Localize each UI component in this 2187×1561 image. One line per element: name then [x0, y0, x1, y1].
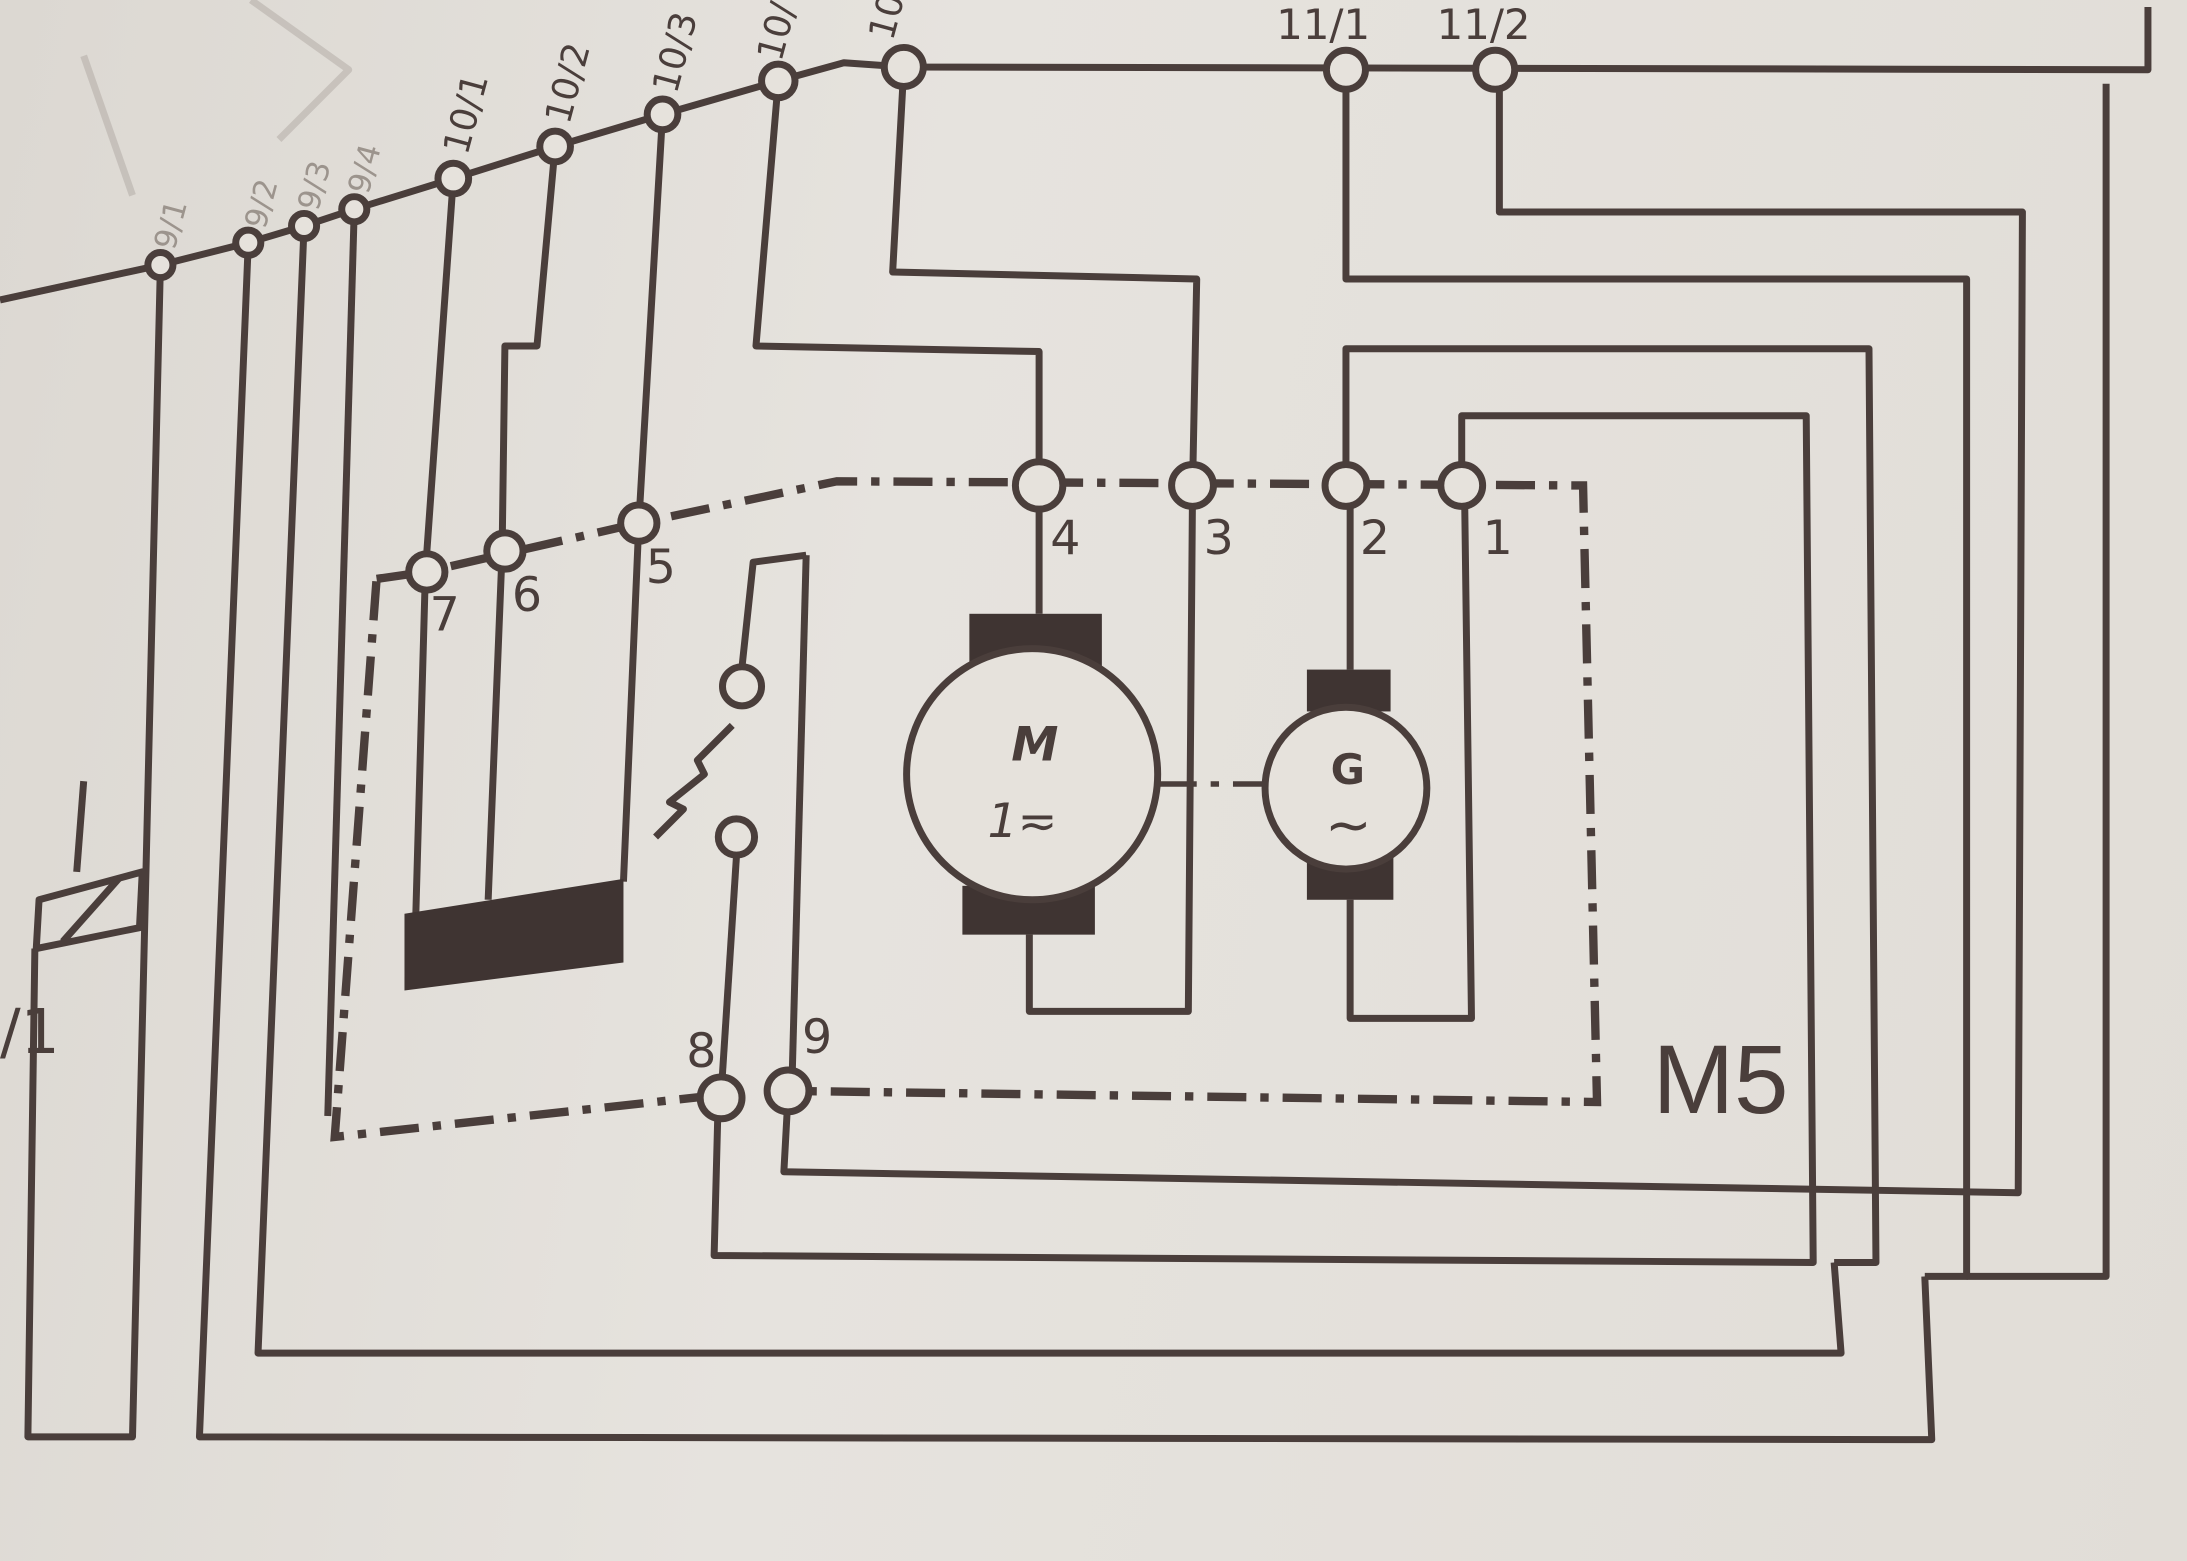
switch-contact-top: [719, 663, 766, 710]
svg-text:10: 10: [860, 0, 913, 44]
left-reference-label: /1: [0, 997, 60, 1068]
svg-text:11/1: 11/1: [1276, 0, 1370, 49]
resistor-block: [404, 878, 624, 991]
switch-contact-bottom: [714, 815, 759, 859]
svg-text:7: 7: [430, 588, 460, 643]
svg-text:5: 5: [646, 540, 676, 595]
generator-type: ~: [1325, 793, 1372, 858]
generator-letter: G: [1331, 745, 1365, 794]
terminal-labels: 1 2 3 4 5 6 7 8 9: [430, 511, 1513, 1079]
svg-text:3: 3: [1204, 511, 1234, 566]
svg-text:9/3: 9/3: [292, 157, 339, 214]
svg-text:10/: 10/: [748, 0, 805, 65]
svg-text:1: 1: [1483, 511, 1513, 566]
svg-text:6: 6: [512, 568, 542, 623]
generator-symbol: G ~: [1261, 669, 1431, 900]
svg-text:4: 4: [1050, 511, 1080, 566]
motor-letter: M: [1011, 717, 1058, 772]
wires: [24, 66, 2110, 1444]
svg-text:10/1: 10/1: [434, 69, 497, 159]
enclosure-terminals: [405, 458, 1487, 1123]
bus-terminals: [144, 43, 1519, 282]
svg-text:10/3: 10/3: [644, 7, 707, 97]
svg-text:8: 8: [686, 1024, 716, 1079]
faint-upper-drawing: [0, 0, 353, 304]
component-id-label: M5: [1653, 1025, 1789, 1134]
svg-text:9/1: 9/1: [148, 196, 195, 253]
relay-coil-icon: [32, 868, 146, 953]
svg-text:9: 9: [802, 1010, 832, 1065]
enclosure-boundary: [375, 477, 1602, 1107]
svg-text:10/2: 10/2: [536, 38, 599, 128]
svg-text:9/4: 9/4: [342, 141, 389, 198]
motor-type: 1≂: [987, 794, 1057, 849]
svg-text:11/2: 11/2: [1437, 0, 1531, 49]
svg-text:2: 2: [1360, 511, 1390, 566]
svg-text:9/2: 9/2: [239, 175, 286, 232]
motor-symbol: M 1≂: [903, 613, 1162, 935]
